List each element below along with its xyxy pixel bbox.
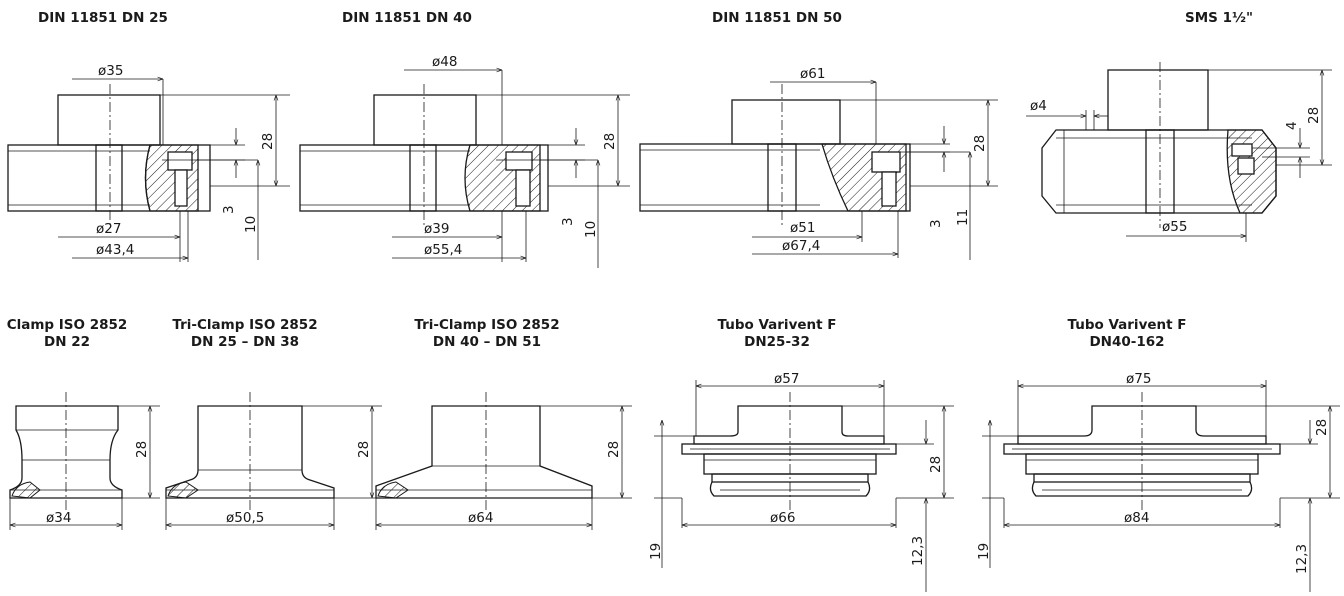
dim-var162-right: 12,3 — [1294, 544, 1310, 574]
dim-din40-a: 3 — [560, 217, 576, 226]
title-din50: DIN 11851 DN 50 — [712, 10, 842, 26]
dim-din25-b: 10 — [243, 216, 259, 233]
dim-var32-h: 28 — [928, 456, 944, 473]
dim-tri51-h: 28 — [606, 441, 622, 458]
dim-sms-bottom: ø55 — [1162, 219, 1187, 235]
title-clamp22-line2: DN 22 — [44, 334, 90, 350]
dim-var162-left: 19 — [976, 543, 992, 560]
title-tri51-line1: Tri-Clamp ISO 2852 — [414, 317, 560, 333]
drawing-clamp22: 28 ø34 — [9, 392, 160, 530]
title-tri38-line1: Tri-Clamp ISO 2852 — [172, 317, 318, 333]
title-var32-line2: DN25-32 — [744, 334, 810, 350]
dim-din40-h: 28 — [602, 133, 618, 150]
dim-din25-outer: ø43,4 — [96, 242, 134, 258]
dim-din40-top: ø48 — [432, 54, 457, 70]
dim-din40-outer: ø55,4 — [424, 242, 462, 258]
drawing-din40: ø48 28 3 10 ø39 ø55,4 — [299, 54, 630, 268]
dim-din50-top: ø61 — [800, 66, 825, 82]
dim-var32-top: ø57 — [774, 371, 799, 387]
dim-clamp22-bottom: ø34 — [46, 510, 71, 526]
title-clamp22-line1: Clamp ISO 2852 — [6, 317, 128, 333]
dim-tri51-bottom: ø64 — [468, 510, 493, 526]
dim-clamp22-h: 28 — [134, 441, 150, 458]
dim-tri38-h: 28 — [356, 441, 372, 458]
dim-din25-inner: ø27 — [96, 221, 121, 237]
title-tri51: Tri-Clamp ISO 2852 DN 40 – DN 51 — [410, 317, 564, 351]
title-clamp22: Clamp ISO 2852 DN 22 — [0, 317, 134, 351]
title-tri38-line2: DN 25 – DN 38 — [190, 334, 300, 350]
dim-din40-b: 10 — [583, 221, 599, 238]
dim-din25-top: ø35 — [98, 63, 123, 79]
dim-din50-outer: ø67,4 — [782, 238, 820, 254]
dim-var162-h: 28 — [1314, 419, 1330, 436]
drawing-var162: ø75 28 19 12,3 ø84 — [976, 371, 1340, 592]
dim-var32-bottom: ø66 — [770, 510, 795, 526]
dim-var162-bottom: ø84 — [1124, 510, 1149, 526]
dim-var162-top: ø75 — [1126, 371, 1151, 387]
title-var32-line1: Tubo Varivent F — [717, 317, 837, 333]
drawing-tri38: 28 ø50,5 — [165, 392, 382, 530]
title-din25: DIN 11851 DN 25 — [38, 10, 168, 26]
title-var32: Tubo Varivent F DN25-32 — [710, 317, 844, 351]
title-var162: Tubo Varivent F DN40-162 — [1060, 317, 1194, 351]
title-tri38: Tri-Clamp ISO 2852 DN 25 – DN 38 — [168, 317, 322, 351]
dim-din25-h: 28 — [260, 133, 276, 150]
drawing-tri51: 28 ø64 — [375, 392, 632, 530]
dim-din50-inner: ø51 — [790, 220, 815, 236]
dim-din50-h: 28 — [972, 135, 988, 152]
dim-sms-small: ø4 — [1030, 98, 1047, 114]
drawing-din50: ø61 28 3 11 ø51 ø67,4 — [639, 66, 998, 260]
drawing-din25: ø35 28 3 10 ø27 ø43,4 — [7, 63, 290, 262]
title-tri51-line2: DN 40 – DN 51 — [432, 334, 542, 350]
dim-din40-inner: ø39 — [424, 221, 449, 237]
dim-var32-right: 12,3 — [910, 536, 926, 566]
dim-sms-h: 28 — [1306, 107, 1322, 124]
title-sms: SMS 1½" — [1185, 10, 1253, 26]
drawing-var32: ø57 28 19 12,3 ø66 — [648, 371, 954, 592]
dim-din50-b: 11 — [955, 209, 971, 226]
title-din40: DIN 11851 DN 40 — [342, 10, 472, 26]
dim-var32-left: 19 — [648, 543, 664, 560]
drawing-sms: ø4 28 4 ø55 — [1026, 62, 1332, 242]
dim-din25-a: 3 — [221, 205, 237, 214]
dim-din50-a: 3 — [928, 219, 944, 228]
title-var162-line2: DN40-162 — [1089, 334, 1165, 350]
dim-tri38-bottom: ø50,5 — [226, 510, 264, 526]
dim-sms-a: 4 — [1284, 121, 1300, 130]
title-var162-line1: Tubo Varivent F — [1067, 317, 1187, 333]
